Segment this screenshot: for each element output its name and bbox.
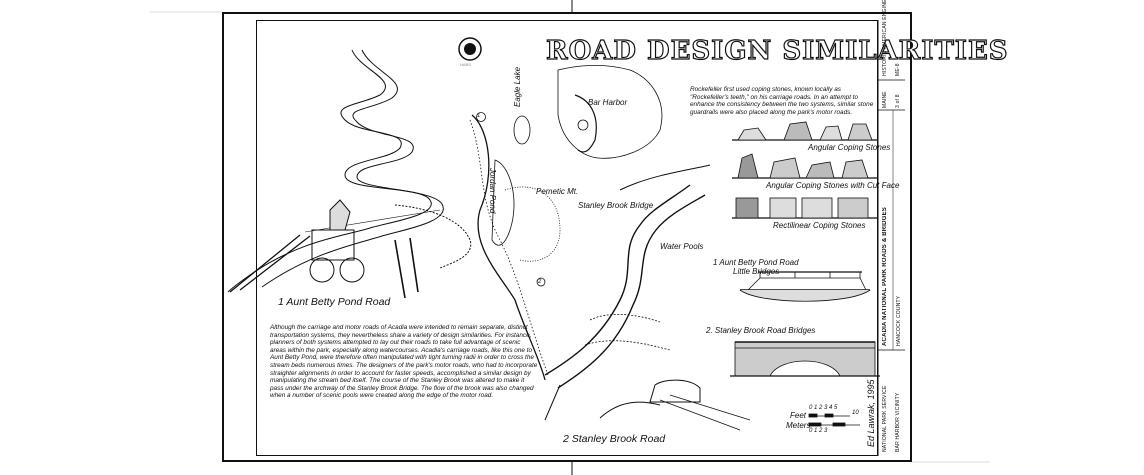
scale-feet-ticks: 0 1 2 3 4 5: [809, 405, 838, 411]
carriage-road-sketch: [227, 49, 472, 299]
logo-text: HABS: [460, 62, 471, 67]
body-paragraph: Although the carriage and motor roads of…: [270, 324, 538, 400]
outer-border: [222, 12, 912, 462]
habs-logo: [458, 37, 482, 61]
label-water-pools: Water Pools: [660, 242, 704, 251]
scale-meters-ticks: 0 1 2 3: [809, 428, 828, 434]
map-marker-2: 2: [538, 279, 542, 285]
caption-aunt-betty-road: 1 Aunt Betty Pond Road: [278, 296, 391, 308]
label-rectilinear-coping: Rectilinear Coping Stones: [773, 221, 866, 230]
label-angular-coping-cut: Angular Coping Stones with Cut Face: [766, 181, 900, 190]
inner-border: [256, 20, 878, 456]
title-block-county: HANCOCK COUNTY: [896, 295, 902, 346]
label-aunt-betty-bridges: 1 Aunt Betty Pond Road: [713, 258, 799, 267]
title-block-location: BAR HARBOR VICINITY: [895, 392, 901, 452]
label-angular-coping: Angular Coping Stones: [808, 143, 891, 152]
title-block-agency: NATIONAL PARK SERVICE: [882, 385, 888, 452]
label-eagle-lake: Eagle Lake: [513, 66, 522, 107]
scale-bar: [808, 413, 860, 427]
label-little-bridges: Little Bridges: [733, 267, 780, 276]
label-feet: Feet: [790, 411, 807, 420]
coping-stones-diagram: [732, 121, 878, 219]
title-block-state: MAINE: [882, 91, 888, 108]
caption-stanley-brook-road: 2 Stanley Brook Road: [563, 433, 666, 445]
title-block-survey: HISTORIC AMERICAN ENGINEERING RECORD: [882, 0, 888, 76]
label-bar-harbor: Bar Harbor: [588, 98, 628, 107]
map-marker-1: 1: [477, 113, 481, 119]
signature: Ed Lawrak, 1995: [866, 379, 876, 447]
label-pemetic-mt: Pemetic Mt.: [536, 187, 579, 196]
title-block-park: ACADIA NATIONAL PARK ROADS & BRIDGES: [882, 207, 888, 346]
label-meters: Meters: [786, 421, 811, 430]
stanley-bridge-elevation: [730, 341, 880, 377]
label-stanley-brook-bridge: Stanley Brook Bridge: [578, 201, 654, 210]
page-title: ROAD DESIGN SIMILARITIES: [545, 35, 1009, 66]
park-map-sketch: [469, 64, 751, 431]
label-jordan-pond: Jordan Pond: [488, 168, 497, 214]
coping-paragraph: Rockefeller first used coping stones, kn…: [690, 86, 874, 116]
scale-feet-end: 10: [852, 410, 859, 416]
label-stanley-bridges: 2. Stanley Brook Road Bridges: [706, 326, 816, 335]
title-block-sheet-no: 3 of 8: [895, 94, 901, 108]
little-bridge-elevation: [739, 271, 871, 302]
title-block-survey-no: ME-8: [895, 63, 901, 76]
